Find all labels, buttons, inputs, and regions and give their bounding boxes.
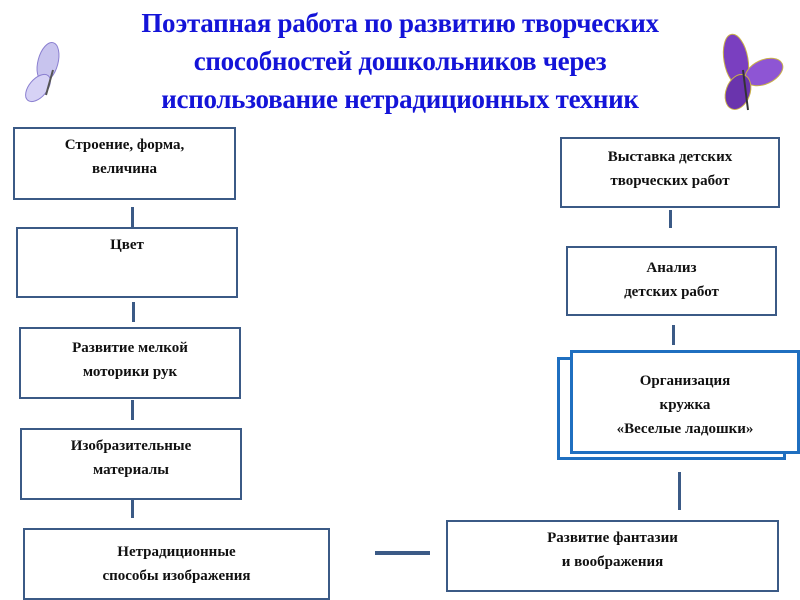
step-art-materials: Изобразительные материалы xyxy=(20,428,242,500)
butterfly-right-icon xyxy=(722,33,784,111)
step-text: Выставка детских xyxy=(607,149,733,165)
step-text: моторики рук xyxy=(82,364,178,380)
slide-title: Поэтапная работа по развитию творческих … xyxy=(80,4,720,118)
step-text: способы изображения xyxy=(102,568,251,584)
step-structure-form-size: Строение, форма, величина xyxy=(13,127,236,200)
step-text: творческих работ xyxy=(610,173,730,189)
step-text: Развитие фантазии xyxy=(547,530,678,546)
step-analysis: Анализ детских работ xyxy=(566,246,777,316)
step-exhibition: Выставка детских творческих работ xyxy=(560,137,780,208)
arrow-up xyxy=(669,210,672,228)
step-text: Цвет xyxy=(110,237,144,253)
step-text: Организация xyxy=(639,373,731,389)
title-line: использование нетрадиционных техник xyxy=(161,84,639,114)
step-color: Цвет xyxy=(16,227,238,298)
step-club-organization: Организация кружка «Веселые ладошки» xyxy=(570,350,800,454)
title-line: Поэтапная работа по развитию творческих xyxy=(141,8,659,38)
step-text: материалы xyxy=(93,462,169,478)
arrow-right xyxy=(375,551,430,555)
step-text: Строение, форма, xyxy=(64,137,185,153)
step-text: величина xyxy=(91,161,158,177)
step-text: «Веселые ладошки» xyxy=(616,421,754,437)
arrow-up xyxy=(672,325,675,345)
step-fine-motor: Развитие мелкой моторики рук xyxy=(19,327,241,399)
arrow-down xyxy=(131,207,134,227)
title-line: способностей дошкольников через xyxy=(193,46,607,76)
step-nontraditional-methods: Нетрадиционные способы изображения xyxy=(23,528,330,600)
step-text: и воображения xyxy=(561,554,664,570)
step-text: кружка xyxy=(659,397,711,413)
arrow-down xyxy=(132,302,135,322)
step-fantasy-development: Развитие фантазии и воображения xyxy=(446,520,779,592)
arrow-down xyxy=(131,400,134,420)
arrow-up xyxy=(678,472,681,510)
step-text: Изобразительные xyxy=(70,438,192,454)
step-text: Анализ xyxy=(646,260,697,276)
step-text: Нетрадиционные xyxy=(117,544,236,560)
butterfly-left-icon xyxy=(25,42,60,103)
step-text: Развитие мелкой xyxy=(72,340,188,356)
step-text: детских работ xyxy=(624,284,719,300)
arrow-down xyxy=(131,500,134,518)
